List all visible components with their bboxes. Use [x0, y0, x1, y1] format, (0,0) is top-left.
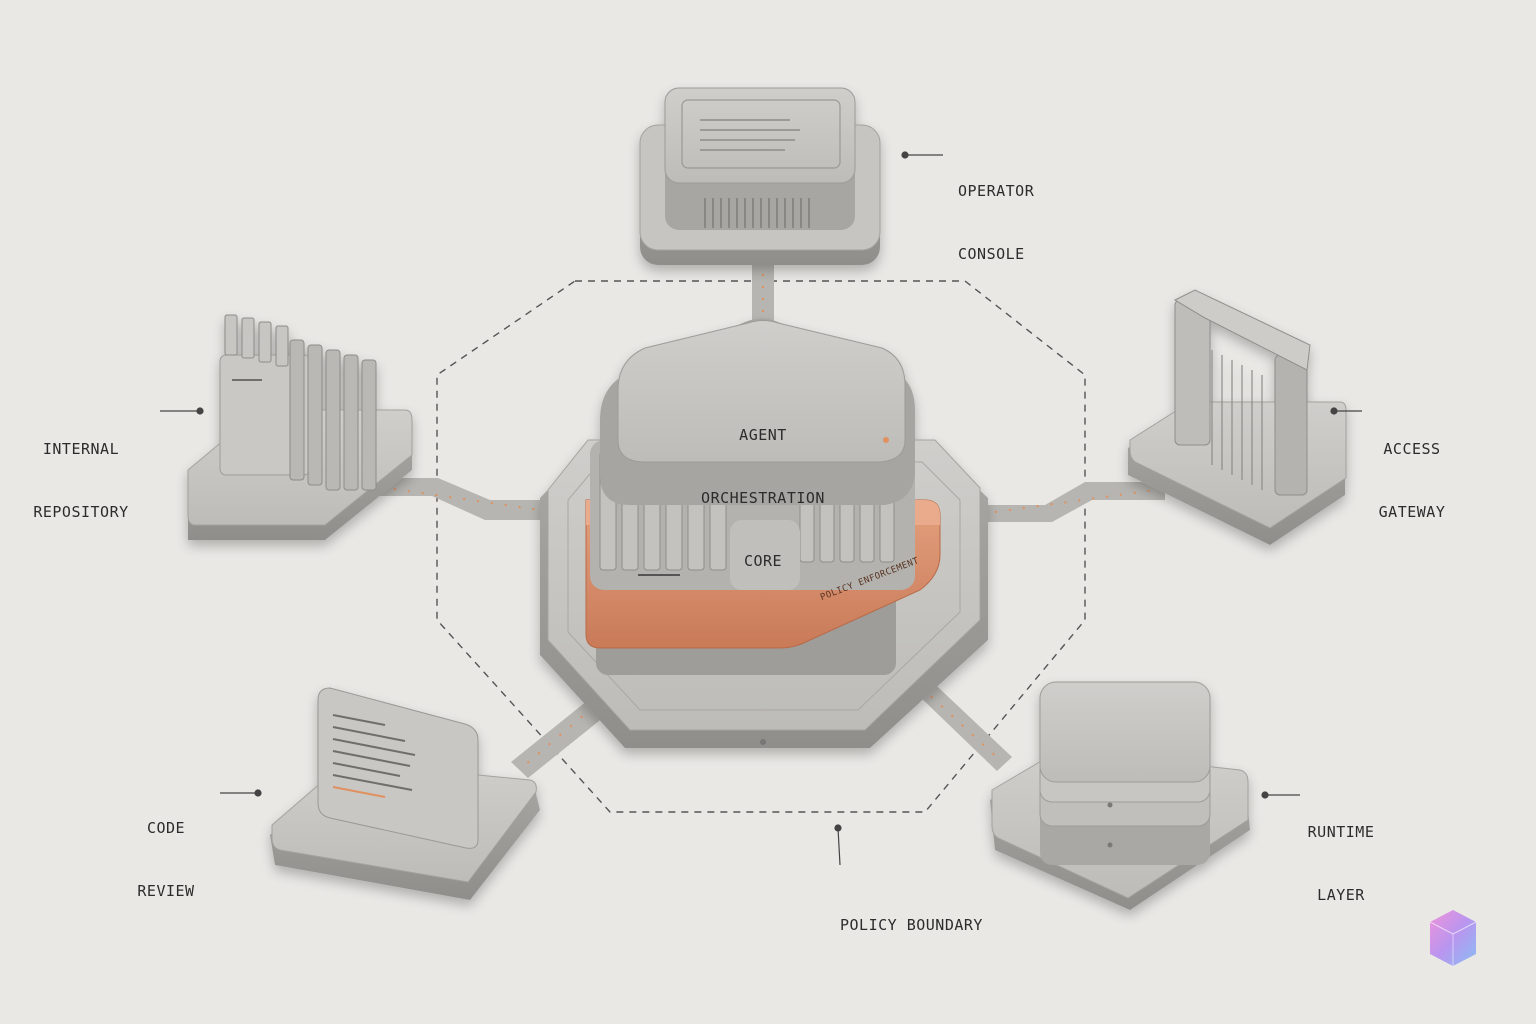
runtime-layer-line: RUNTIME [1307, 823, 1375, 841]
leader-lines [160, 151, 1362, 866]
operator-console-line: OPERATOR [958, 182, 1035, 200]
operator-console-line: CONSOLE [958, 245, 1025, 263]
core-title-line: ORCHESTRATION [701, 489, 825, 507]
access-gateway-label: ACCESS GATEWAY [1368, 397, 1456, 544]
core-title-line: CORE [743, 552, 783, 570]
policy-boundary-text: POLICY BOUNDARY [840, 916, 983, 934]
watermark-cube-icon [1429, 910, 1477, 966]
access-gateway-module [1128, 289, 1347, 545]
runtime-layer-line: LAYER [1317, 886, 1365, 904]
code-review-line: REVIEW [137, 882, 195, 900]
internal-repository-line: INTERNAL [42, 440, 120, 458]
access-gateway-line: ACCESS [1383, 440, 1441, 458]
policy-boundary-label: POLICY BOUNDARY [840, 873, 983, 957]
core-title-line: AGENT [739, 426, 787, 444]
access-gateway-line: GATEWAY [1378, 503, 1446, 521]
runtime-layer-module [990, 681, 1250, 910]
agent-orchestration-core [540, 318, 988, 748]
internal-repository-module [187, 314, 413, 540]
core-title: AGENT ORCHESTRATION CORE [640, 383, 886, 593]
internal-repository-line: REPOSITORY [33, 503, 129, 521]
code-review-module [270, 687, 540, 900]
operator-console-module [639, 87, 881, 265]
operator-console-label: OPERATOR CONSOLE [958, 139, 1034, 286]
code-review-line: CODE [146, 819, 186, 837]
runtime-layer-label: RUNTIME LAYER [1303, 780, 1379, 927]
internal-repository-label: INTERNAL REPOSITORY [20, 397, 142, 544]
code-review-label: CODE REVIEW [130, 776, 202, 923]
policy-boundary-outline [436, 280, 1086, 813]
